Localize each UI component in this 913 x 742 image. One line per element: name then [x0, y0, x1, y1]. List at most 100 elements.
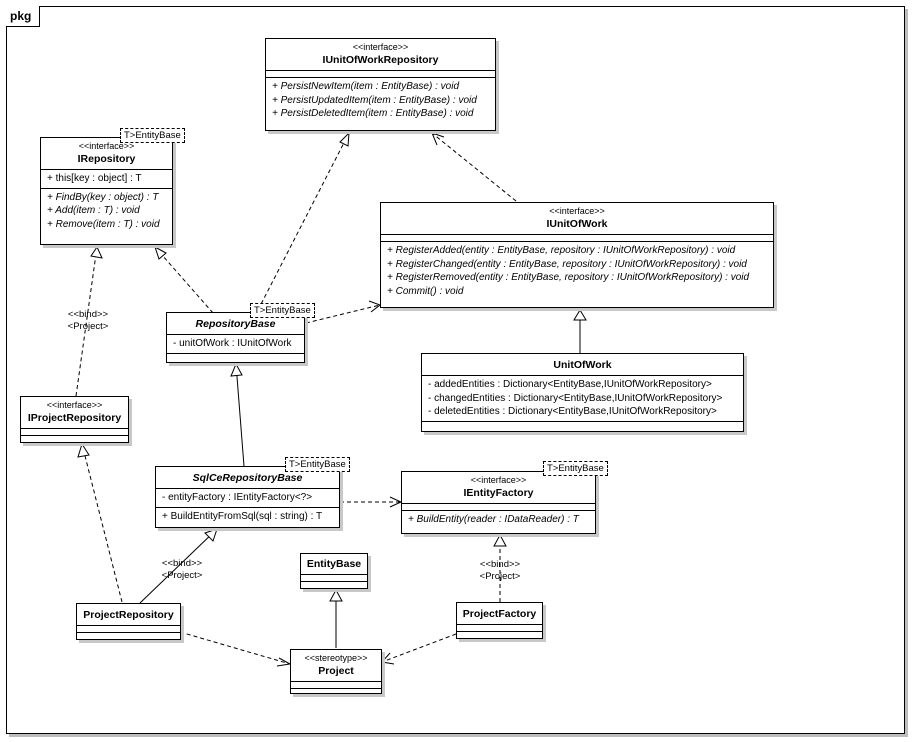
stereotype-label: <<stereotype>>: [304, 653, 368, 663]
class-iprojectrepository: <<interface>> IProjectRepository: [20, 396, 129, 443]
class-entitybase: EntityBase: [300, 553, 368, 589]
generalization-arrowhead: [329, 588, 343, 602]
class-name: ProjectFactory: [462, 608, 537, 620]
operations-section: + RegisterAdded(entity : EntityBase, rep…: [381, 241, 773, 300]
class-projectfactory: ProjectFactory: [456, 602, 543, 639]
class-name: Project: [318, 665, 354, 677]
bind-stereotype: <<bind>>: [67, 309, 109, 320]
stereotype-label: <<interface>>: [549, 206, 605, 216]
operations-section: + PersistNewItem(item : EntityBase) : vo…: [266, 77, 495, 123]
realization-projectrepository-iprojectrepository: [81, 443, 123, 603]
template-parameter: T>EntityBase: [120, 128, 185, 143]
attribute: - deletedEntities : Dictionary<EntityBas…: [428, 406, 717, 417]
operation: + Remove(item : T) : void: [47, 218, 160, 230]
operation: + RegisterRemoved(entity : EntityBase, r…: [387, 272, 750, 283]
bind-label-projectfactory: <<bind>> <Project>: [470, 559, 530, 583]
operations-section: [457, 631, 542, 638]
class-header: <<interface>> IRepository: [41, 138, 172, 169]
bind-stereotype: <<bind>>: [161, 558, 203, 569]
class-name: EntityBase: [306, 558, 362, 570]
attributes-section: [457, 624, 542, 631]
bind-parameter: <Project>: [67, 321, 109, 332]
bind-projectrepository-sqlce: [139, 528, 218, 604]
operations-section: + BuildEntityFromSql(sql : string) : T: [156, 506, 339, 526]
dependency-repositorybase-iunitofwork: [305, 304, 381, 324]
class-header: <<interface>> IEntityFactory: [402, 472, 595, 503]
bind-arrowhead: [204, 528, 218, 542]
bind-label-projectrepository: <<bind>> <Project>: [152, 558, 212, 582]
template-parameter: T>EntityBase: [250, 303, 315, 318]
class-name: IUnitOfWork: [546, 218, 608, 230]
class-iunitofwork: <<interface>> IUnitOfWork + RegisterAdde…: [380, 202, 774, 308]
attributes-section: [21, 428, 128, 435]
attributes-section: [77, 625, 180, 632]
template-parameter: T>EntityBase: [285, 457, 350, 472]
operation: + BuildEntity(reader : IDataReader) : T: [408, 514, 579, 525]
operation: + Add(item : T) : void: [47, 205, 140, 216]
package-frame-tab: pkg: [6, 6, 41, 27]
attributes-section: [266, 70, 495, 77]
attributes-section: - entityFactory : IEntityFactory<?>: [156, 488, 339, 507]
class-header: EntityBase: [301, 554, 367, 574]
class-header: SqlCeRepositoryBase: [156, 467, 339, 488]
stereotype-label: <<interface>>: [46, 400, 103, 410]
dependency-projectrepository-project: [179, 631, 291, 665]
operation: + RegisterAdded(entity : EntityBase, rep…: [387, 245, 736, 256]
realization-repositorybase-irepository: [154, 246, 214, 314]
attribute: - changedEntities : Dictionary<EntityBas…: [428, 392, 723, 404]
class-header: UnitOfWork: [422, 354, 743, 375]
attribute: + this[key : object] : T: [47, 173, 142, 184]
realization-arrowhead: [573, 309, 587, 321]
attributes-section: [402, 503, 595, 510]
realization-repositorybase-iunitofworkrepository: [257, 132, 350, 311]
bind-arrowhead: [493, 533, 507, 547]
template-parameter: T>EntityBase: [543, 461, 608, 476]
package-frame: [6, 6, 905, 734]
operation: + PersistUpdatedItem(item : EntityBase) …: [272, 94, 477, 106]
operation: + BuildEntityFromSql(sql : string) : T: [162, 510, 323, 522]
attributes-section: - unitOfWork : IUnitOfWork: [167, 334, 304, 353]
operations-section: + BuildEntity(reader : IDataReader) : T: [402, 510, 595, 529]
class-header: <<interface>> IUnitOfWorkRepository: [266, 39, 495, 70]
class-projectrepository: ProjectRepository: [76, 603, 181, 640]
operations-section: [167, 352, 304, 360]
class-name: IProjectRepository: [27, 412, 122, 424]
class-iunitofworkrepository: <<interface>> IUnitOfWorkRepository + Pe…: [265, 38, 496, 131]
bind-parameter: <Project>: [161, 570, 203, 581]
dependency-arrowhead: [431, 132, 445, 146]
operation: + Commit() : void: [387, 285, 464, 297]
stereotype-label: <<interface>>: [78, 141, 135, 151]
operations-section: [301, 581, 367, 588]
realization-arrowhead: [339, 131, 350, 147]
class-name: IRepository: [77, 153, 136, 165]
bind-label-iprojectrepository: <<bind>> <Project>: [58, 309, 118, 333]
stereotype-label: <<interface>>: [470, 475, 527, 485]
class-name: ProjectRepository: [83, 609, 174, 621]
class-name: RepositoryBase: [195, 318, 276, 330]
operations-section: [21, 435, 128, 443]
realization-arrowhead: [154, 245, 167, 260]
class-project: <<stereotype>> Project: [290, 649, 382, 694]
class-header: <<interface>> IProjectRepository: [21, 397, 128, 428]
class-name: UnitOfWork: [553, 359, 612, 371]
class-irepository: <<interface>> IRepository + this[key : o…: [40, 137, 173, 245]
attributes-section: [301, 574, 367, 581]
class-name: IUnitOfWorkRepository: [322, 54, 439, 66]
operation: + PersistDeletedItem(item : EntityBase) …: [272, 108, 474, 119]
generalization-arrowhead: [230, 362, 243, 377]
realization-arrowhead: [77, 442, 90, 458]
operation: + RegisterChanged(entity : EntityBase, r…: [387, 258, 747, 270]
attribute: - addedEntities : Dictionary<EntityBase,…: [428, 379, 712, 390]
class-name: SqlCeRepositoryBase: [192, 472, 303, 484]
class-unitofwork: UnitOfWork - addedEntities : Dictionary<…: [421, 353, 744, 432]
bind-stereotype: <<bind>>: [479, 559, 521, 570]
operations-section: [77, 632, 180, 639]
class-header: <<interface>> IUnitOfWork: [381, 203, 773, 234]
class-header: <<stereotype>> Project: [291, 650, 381, 681]
attributes-section: - addedEntities : Dictionary<EntityBase,…: [422, 375, 743, 421]
dependency-projectfactory-project: [381, 633, 457, 663]
operations-section: + FindBy(key : object) : T + Add(item : …: [41, 187, 172, 234]
class-repositorybase: RepositoryBase - unitOfWork : IUnitOfWor…: [166, 312, 305, 363]
attribute: - entityFactory : IEntityFactory<?>: [162, 492, 313, 503]
